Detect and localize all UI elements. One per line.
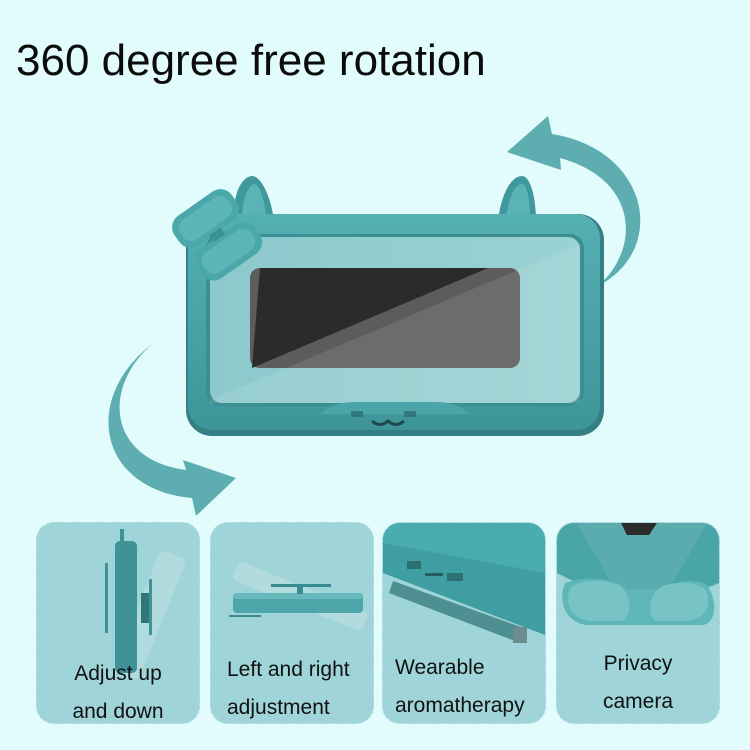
feature-label-line2: and down <box>72 700 164 723</box>
feature-label-line2: aromatherapy <box>395 694 525 717</box>
feature-card-aromatherapy: Wearable aromatherapy <box>382 522 546 724</box>
rotate-arrow-top-right-icon <box>507 116 641 286</box>
feature-label-line2: camera <box>602 690 674 713</box>
tilt-vertical-icon <box>105 529 186 679</box>
feature-card-privacy-camera: Privacy camera <box>556 522 720 724</box>
aroma-clip-icon <box>383 523 545 643</box>
hero-illustration <box>108 116 641 516</box>
feature-card-left-right: Left and right adjustment <box>210 522 374 724</box>
feature-label-line1: Left and right <box>227 658 350 681</box>
feature-card-adjust-up-down: Adjust up and down <box>36 522 200 724</box>
privacy-glasses-icon <box>557 523 719 625</box>
rotate-arrow-bottom-left-icon <box>108 344 236 516</box>
phone-holder-device-icon <box>172 176 604 436</box>
page-title: 360 degree free rotation <box>16 36 486 85</box>
feature-label-line1: Wearable <box>395 656 485 679</box>
tilt-horizontal-icon <box>229 562 368 631</box>
feature-label-line1: Privacy <box>603 652 673 675</box>
feature-label-line1: Adjust up <box>74 662 162 685</box>
feature-label-line2: adjustment <box>227 696 330 719</box>
